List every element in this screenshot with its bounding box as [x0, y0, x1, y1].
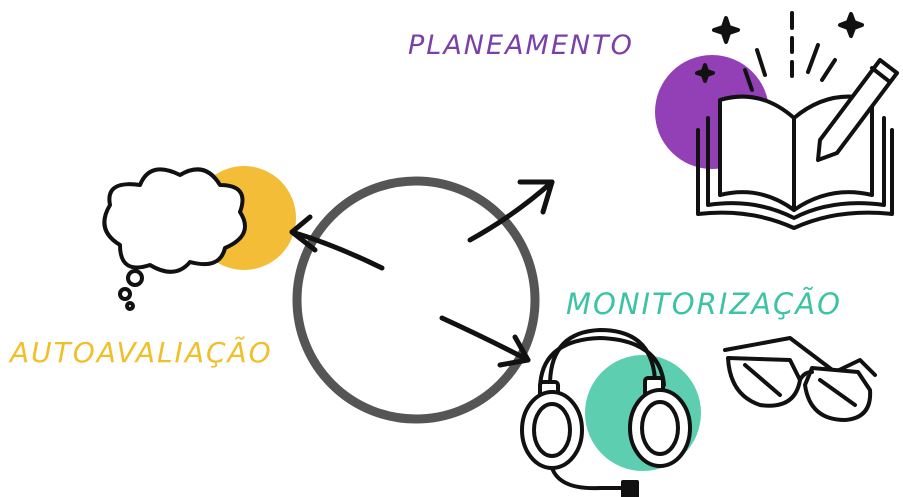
- self-assessment-label: AUTOAVALIAÇÃO: [10, 336, 273, 369]
- glasses-icon: [723, 336, 877, 422]
- book-pencil-icon: [695, 11, 899, 230]
- arrow-to-monitoring: [439, 315, 531, 368]
- arrow-to-planning: [467, 179, 555, 243]
- central-cycle-circle: [292, 176, 540, 424]
- arrow-to-self-assessment: [289, 214, 385, 271]
- planning-label: PLANEAMENTO: [408, 30, 634, 61]
- thought-cloud-icon: [102, 167, 247, 311]
- headphones-icon: [520, 328, 692, 497]
- monitoring-label: MONITORIZAÇÃO: [566, 287, 842, 321]
